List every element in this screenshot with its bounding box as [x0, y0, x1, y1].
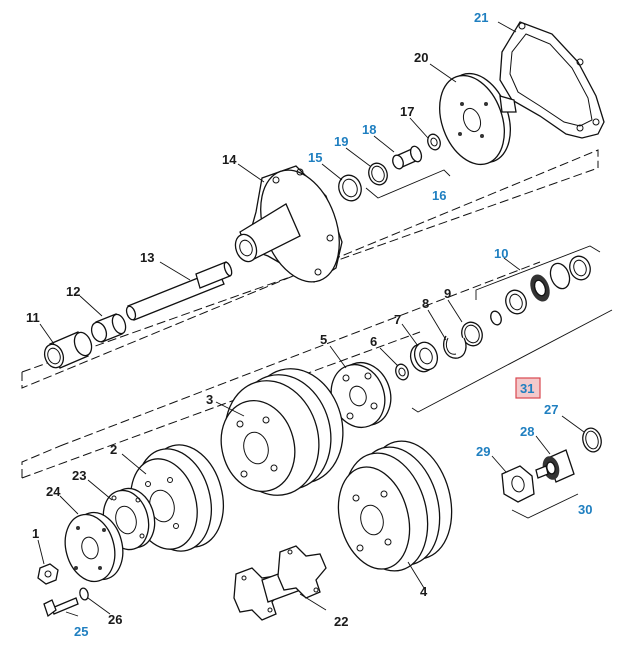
- part-25-bolt: [43, 597, 79, 618]
- part-18-bushing: [392, 145, 423, 170]
- callout-22: 22: [334, 614, 348, 629]
- callout-25: 25: [74, 624, 88, 639]
- callout-16: 16: [432, 188, 446, 203]
- dashed-boundary-lower-b: [59, 261, 541, 447]
- part-22-coupler: [233, 545, 327, 621]
- part-15-seal: [338, 174, 362, 202]
- callout-8: 8: [422, 296, 429, 311]
- part-10-bearing-set: [490, 255, 591, 326]
- callout-20: 20: [414, 50, 428, 65]
- part-12-sleeve: [90, 313, 127, 343]
- callout-13: 13: [140, 250, 154, 265]
- callout-5: 5: [320, 332, 327, 347]
- part-19-ring: [368, 162, 388, 186]
- part-21-gasket: [499, 21, 605, 139]
- part-7-bearing: [409, 341, 439, 373]
- callout-28: 28: [520, 424, 534, 439]
- callout-labels: 21 20 17 18 19 15 16 14 13 12 11 10 9 8 …: [26, 10, 592, 639]
- callout-6: 6: [370, 334, 377, 349]
- callout-19: 19: [334, 134, 348, 149]
- part-20-flange-plate: [439, 72, 517, 166]
- callout-2: 2: [110, 442, 117, 457]
- part-14-housing: [234, 165, 343, 283]
- part-4-pulley: [337, 440, 453, 572]
- callout-3: 3: [206, 392, 213, 407]
- callout-12: 12: [66, 284, 80, 299]
- part-3-pulley: [220, 368, 344, 496]
- part-29-plate: [501, 465, 535, 503]
- callout-24: 24: [46, 484, 61, 499]
- bracket-31: [411, 309, 613, 413]
- part-8-snap-ring: [443, 335, 467, 359]
- callout-27: 27: [544, 402, 558, 417]
- callout-30: 30: [578, 502, 592, 517]
- part-24-hub: [64, 511, 124, 583]
- bracket-30: [511, 493, 579, 519]
- callout-29: 29: [476, 444, 490, 459]
- bracket-10: [475, 245, 601, 300]
- callout-10: 10: [494, 246, 508, 261]
- part-9-ring: [461, 321, 483, 347]
- part-11-bushing: [43, 331, 93, 369]
- part-27-ring: [582, 427, 602, 453]
- part-1-nut: [37, 563, 59, 585]
- dashed-boundary-lower-a: [21, 445, 61, 478]
- leader-lines: [37, 21, 585, 617]
- callout-18: 18: [362, 122, 376, 137]
- callout-26: 26: [108, 612, 122, 627]
- callout-1: 1: [32, 526, 39, 541]
- part-28-gear-shaft: [535, 449, 575, 483]
- callout-7: 7: [394, 312, 401, 327]
- callout-14: 14: [222, 152, 237, 167]
- part-26-washer: [79, 587, 89, 601]
- bracket-16: [365, 169, 451, 199]
- callout-17: 17: [400, 104, 414, 119]
- callout-4: 4: [420, 584, 428, 599]
- callout-15: 15: [308, 150, 322, 165]
- callout-31-highlight: [515, 377, 541, 399]
- callout-9: 9: [444, 286, 451, 301]
- callout-31: 31: [520, 381, 534, 396]
- part-6-washer: [395, 363, 409, 381]
- part-5-hub: [330, 361, 392, 429]
- part-13-shaft: [125, 261, 233, 321]
- callout-11: 11: [26, 310, 40, 325]
- part-17-ring: [427, 133, 441, 151]
- callout-21: 21: [474, 10, 488, 25]
- callout-23: 23: [72, 468, 86, 483]
